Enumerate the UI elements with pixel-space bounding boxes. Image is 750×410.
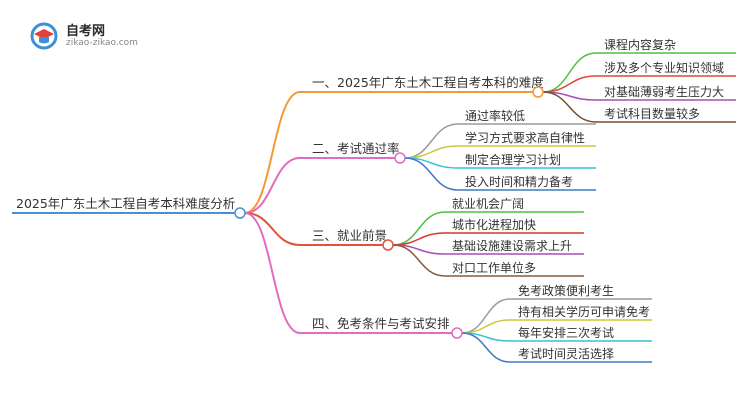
edge-branch-2-leaf-4 xyxy=(404,157,459,191)
edge-branch-4-leaf-4 xyxy=(461,332,511,363)
root-node-dot xyxy=(234,207,246,219)
leaf-label-2-1: 通过率较低 xyxy=(465,108,525,123)
branch-label-3: 三、就业前景 xyxy=(312,228,387,243)
edge-branch-3-leaf-1 xyxy=(392,211,446,246)
branch-node-dot-3 xyxy=(382,239,394,251)
leaf-label-3-4: 对口工作单位多 xyxy=(452,260,536,275)
edge-branch-3-leaf-4 xyxy=(392,244,446,277)
edge-branch-2-leaf-1 xyxy=(404,123,459,159)
leaf-label-1-2: 涉及多个专业知识领域 xyxy=(604,60,724,75)
branch-node-dot-2 xyxy=(394,152,406,164)
site-logo[interactable]: 自考网 zikao-zikao.com xyxy=(30,20,140,54)
edge-branch-4-leaf-1 xyxy=(461,298,511,334)
mind-map-edges xyxy=(244,52,597,363)
logo-title: 自考网 xyxy=(66,24,106,39)
edge-root-branch-3 xyxy=(244,212,301,246)
branch-label-2: 二、考试通过率 xyxy=(312,141,400,156)
leaf-label-2-3: 制定合理学习计划 xyxy=(465,152,561,167)
leaf-label-2-4: 投入时间和精力备考 xyxy=(465,174,573,189)
edge-branch-1-leaf-2 xyxy=(542,75,597,93)
leaf-label-1-4: 考试科目数量较多 xyxy=(604,106,700,121)
root-label: 2025年广东土木工程自考本科难度分析 xyxy=(16,196,235,211)
graduation-cap-icon xyxy=(30,22,58,50)
logo-subtitle: zikao-zikao.com xyxy=(66,38,138,48)
mind-map-nodes: 2025年广东土木工程自考本科难度分析 一、2025年广东土木工程自考本科的难度 课… xyxy=(12,37,736,363)
leaf-label-4-2: 持有相关学历可申请免考 xyxy=(518,304,650,319)
leaf-label-3-3: 基础设施建设需求上升 xyxy=(452,239,572,253)
leaf-label-1-1: 课程内容复杂 xyxy=(604,37,676,52)
edge-branch-1-leaf-4 xyxy=(542,91,597,123)
leaf-label-4-1: 免考政策便利考生 xyxy=(518,283,614,298)
branch-label-4: 四、免考条件与考试安排 xyxy=(312,316,450,331)
leaf-label-4-3: 每年安排三次考试 xyxy=(518,325,614,340)
edge-root-branch-4 xyxy=(244,212,301,334)
branch-node-dot-4 xyxy=(451,327,463,339)
branch-label-1: 一、2025年广东土木工程自考本科的难度 xyxy=(312,75,544,90)
leaf-label-3-1: 就业机会广阔 xyxy=(452,197,524,211)
edge-root-branch-1 xyxy=(244,91,301,214)
leaf-label-2-2: 学习方式要求高自律性 xyxy=(465,130,585,145)
edge-root-branch-2 xyxy=(244,157,301,214)
edge-branch-1-leaf-1 xyxy=(542,52,597,93)
leaf-label-1-3: 对基础薄弱考生压力大 xyxy=(604,84,724,99)
branch-node-dot-1 xyxy=(532,86,544,98)
leaf-label-3-2: 城市化进程加快 xyxy=(452,217,536,232)
leaf-label-4-4: 考试时间灵活选择 xyxy=(518,346,614,361)
